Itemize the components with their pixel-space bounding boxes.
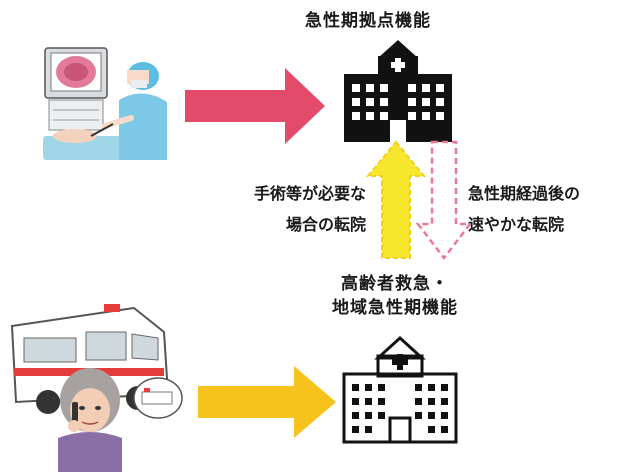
ambulance-elderly-illustration [10,304,183,472]
advanced-hospital-label: 急性期拠点機能 [305,11,431,31]
transfer-down-label: 急性期経過後の 速やかな転院 [468,178,638,240]
transfer-up-line1: 手術等が必要な [253,184,366,203]
transfer-down-line1: 急性期経過後の [468,184,581,203]
transfer-down-line2: 速やかな転院 [468,215,565,234]
transfer-up-line2: 場合の転院 [285,215,366,234]
surgeon-illustration [43,47,167,160]
local-hospital-line2: 地域急性期機能 [332,298,458,318]
hospital-building-icon [344,40,452,142]
referral-arrow-yellow [198,366,336,438]
local-hospital-line1: 高齢者救急・ [341,274,449,294]
transfer-up-arrow [366,140,426,259]
transfer-down-arrow [415,140,473,260]
hospital-building-outline-icon [342,335,458,444]
transfer-up-label: 手術等が必要な 場合の転院 [198,178,366,240]
local-hospital-label: 高齢者救急・ 地域急性期機能 [332,272,458,320]
referral-arrow-red [185,68,325,144]
